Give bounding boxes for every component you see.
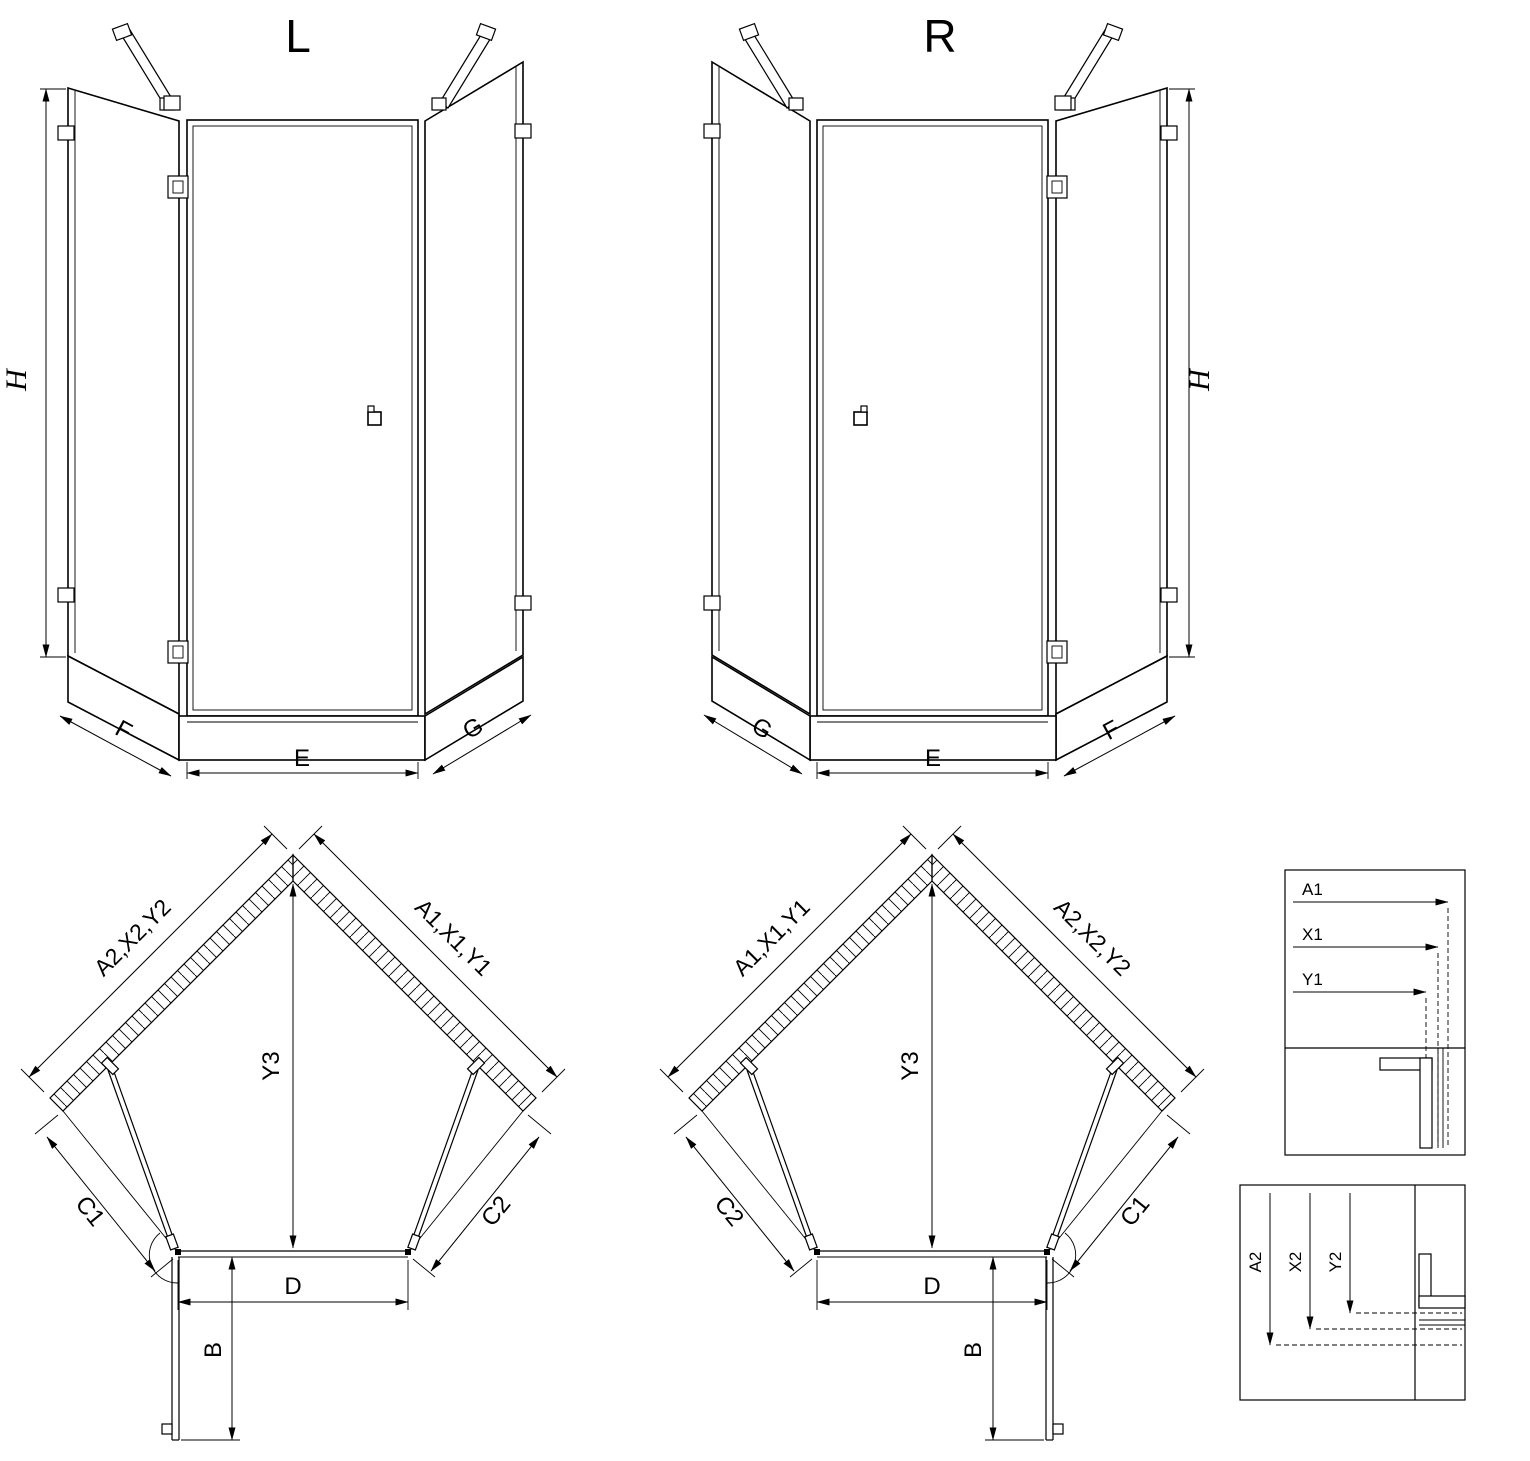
dim-label-d-right: D: [923, 1273, 940, 1300]
dim-label-d-left: D: [284, 1273, 301, 1300]
dim-label-y3-right: Y3: [897, 1051, 924, 1080]
dim-label-e-right: E: [925, 745, 941, 772]
wall-dim-label-right-r: A2,X2,Y2: [1049, 894, 1136, 981]
wall-dim-label-left-r: A1,X1,Y1: [728, 894, 815, 981]
dim-label-e-left: E: [294, 745, 310, 772]
wall-dim-label-left: A2,X2,Y2: [89, 894, 176, 981]
dim-label-c1-right: C1: [1115, 1191, 1155, 1232]
detail-top-border: [1284, 869, 1466, 1156]
dim-label-h-right: H: [1183, 367, 1216, 392]
detail-label-a1: A1: [1302, 880, 1323, 899]
dim-label-h-left: H: [0, 367, 33, 392]
dim-label-c1-left: C1: [70, 1191, 110, 1232]
detail-label-a2: A2: [1246, 1252, 1265, 1273]
wall-dim-label-right: A1,X1,Y1: [410, 894, 497, 981]
detail-bottom-border: [1239, 1184, 1466, 1401]
detail-label-x2: X2: [1286, 1252, 1305, 1273]
detail-box-top: A1 X1 Y1: [1284, 869, 1466, 1156]
elevation-left-view: L H F E G: [0, 10, 531, 779]
plan-right-view: A1,X1,Y1 A2,X2,Y2 Y3 C2 C1 D B: [660, 826, 1204, 1440]
variant-label-left: L: [285, 10, 311, 62]
wall-profile-section-top: [1285, 1047, 1465, 1149]
plan-left-view: A2,X2,Y2 A1,X1,Y1 Y3 C1 C2 D B: [21, 826, 565, 1440]
dim-label-c2-right: C2: [709, 1191, 749, 1232]
detail-label-x1: X1: [1302, 925, 1323, 944]
dim-label-b-right: B: [960, 1342, 987, 1358]
variant-label-right: R: [923, 10, 956, 62]
detail-label-y1: Y1: [1302, 970, 1323, 989]
detail-label-y2: Y2: [1326, 1252, 1345, 1273]
dim-label-y3-left: Y3: [258, 1051, 285, 1080]
wall-profile-section-bottom: [1414, 1185, 1466, 1400]
detail-box-bottom: A2 X2 Y2: [1239, 1184, 1466, 1401]
dim-label-c2-left: C2: [476, 1191, 516, 1232]
elevation-right-view: R H G E F: [704, 10, 1216, 779]
dim-label-b-left: B: [200, 1342, 227, 1358]
